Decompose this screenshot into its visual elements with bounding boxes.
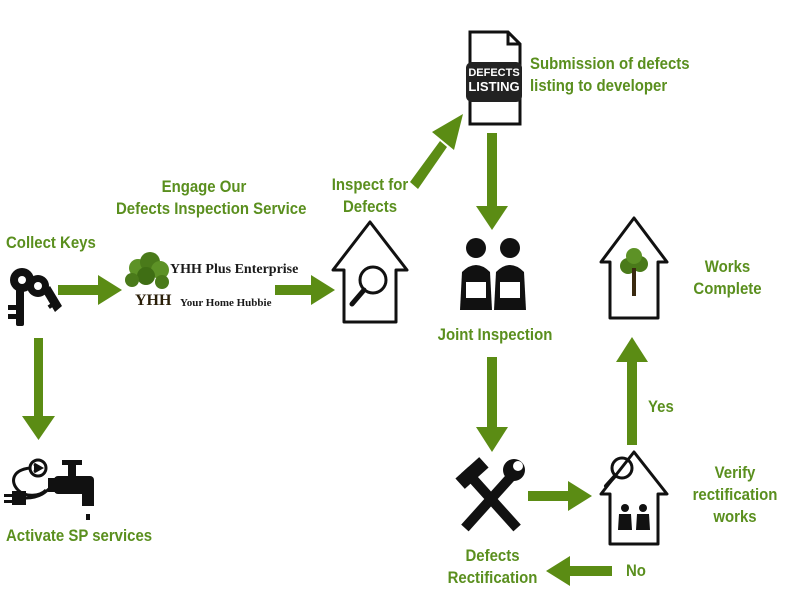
label-inspect: Inspect for Defects [326, 174, 414, 218]
label-works-line2: Complete [693, 279, 762, 298]
house-magnifier-icon [331, 220, 409, 324]
people-icon [460, 238, 526, 310]
arrow-joint-to-rectification [476, 357, 508, 452]
label-verify-line3: works [713, 507, 757, 526]
label-yes: Yes [648, 397, 674, 416]
document-icon [466, 30, 522, 126]
brand-subtitle: Your Home Hubbie [180, 297, 272, 309]
label-inspect-line1: Inspect for [331, 175, 409, 194]
arrow-engage-to-inspect [275, 275, 335, 305]
keys-icon [8, 268, 62, 326]
arrow-verify-to-works [616, 337, 648, 445]
brand-tree-logo [125, 252, 169, 289]
label-rect-line2: Rectification [447, 568, 538, 587]
tools-icon [455, 457, 525, 532]
document-label-line1: DEFECTS [468, 67, 520, 79]
brand-title: YHH Plus Enterprise [170, 262, 299, 277]
document-label: DEFECTS LISTING [466, 66, 522, 94]
label-submission-line1: Submission of defects [530, 54, 690, 73]
arrow-rectification-to-verify [528, 481, 592, 511]
arrow-keys-to-engage [58, 275, 122, 305]
label-collect-keys: Collect Keys [6, 233, 96, 252]
label-engage-line1: Engage Our [161, 177, 247, 196]
label-engage-line2: Defects Inspection Service [116, 199, 307, 218]
tap-icon [48, 460, 94, 520]
label-works-complete: Works Complete [686, 256, 770, 300]
plug-icon [4, 458, 54, 505]
house-inspection-icon [599, 450, 669, 546]
document-label-line2: LISTING [468, 79, 520, 94]
label-no: No [626, 561, 646, 580]
label-verify: Verify rectification works [687, 462, 784, 528]
arrow-inspect-to-submission [410, 114, 463, 189]
label-submission-line2: listing to developer [530, 76, 668, 95]
label-rectification: Defects Rectification [438, 545, 548, 589]
label-activate-sp: Activate SP services [6, 526, 153, 545]
arrow-submission-to-joint [476, 133, 508, 230]
label-verify-line1: Verify [714, 463, 756, 482]
label-joint-inspection: Joint Inspection [437, 325, 553, 344]
house-tree-icon [599, 216, 669, 320]
label-works-line1: Works [704, 257, 751, 276]
arrow-keys-to-sp [22, 338, 55, 440]
label-engage: Engage Our Defects Inspection Service [116, 176, 307, 220]
label-inspect-line2: Defects [342, 197, 398, 216]
label-verify-line2: rectification [692, 485, 778, 504]
brand-monogram: YHH [135, 292, 172, 309]
label-submission: Submission of defects listing to develop… [530, 53, 690, 97]
arrow-verify-to-rectification [546, 556, 612, 586]
label-rect-line1: Defects [465, 546, 520, 565]
